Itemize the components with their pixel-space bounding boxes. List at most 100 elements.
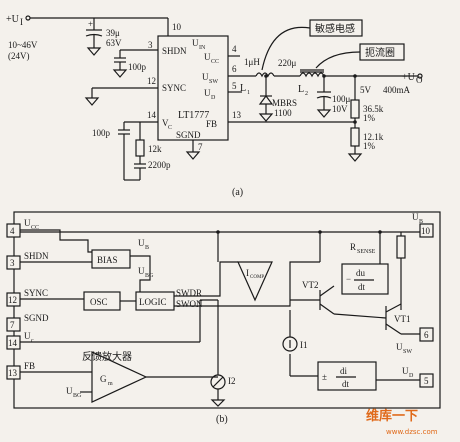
svg-text:14: 14	[8, 338, 18, 348]
svg-text:2: 2	[305, 91, 308, 97]
svg-text:dt: dt	[358, 282, 366, 292]
vin-range: 10~46V	[8, 40, 38, 50]
svg-text:SW: SW	[209, 79, 218, 85]
vout-terminal	[417, 73, 423, 79]
bias-block	[91, 249, 131, 269]
svg-text:VT2: VT2	[302, 280, 319, 290]
svg-text:U: U	[204, 88, 211, 98]
svg-text:36.5k: 36.5k	[363, 104, 384, 114]
svg-text:R: R	[350, 242, 356, 252]
svg-text:B: B	[419, 219, 423, 225]
svg-text:LOGIC: LOGIC	[139, 297, 167, 307]
svg-text:±: ±	[322, 372, 327, 382]
svg-text:220μ: 220μ	[278, 58, 297, 68]
svg-text:OSC: OSC	[90, 297, 108, 307]
svg-text:G: G	[100, 374, 107, 384]
current-comparator	[237, 261, 273, 302]
svg-text:SENSE: SENSE	[357, 249, 376, 255]
svg-text:www.dzsc.com: www.dzsc.com	[386, 428, 438, 436]
cap-in-b: 63V	[106, 38, 122, 48]
inductor-l2	[299, 72, 325, 78]
svg-text:U: U	[138, 266, 145, 276]
vin-label: +U	[6, 14, 20, 25]
svg-text:6: 6	[424, 330, 429, 340]
svg-text:I1: I1	[300, 340, 308, 350]
svg-text:400mA: 400mA	[383, 85, 411, 95]
svg-text:U: U	[402, 366, 409, 376]
svg-text:U: U	[24, 331, 31, 341]
svg-text:U: U	[24, 218, 31, 228]
svg-text:100p: 100p	[92, 128, 111, 138]
svg-text:U: U	[412, 212, 419, 222]
svg-text:10: 10	[421, 226, 431, 236]
svg-text:7: 7	[10, 320, 15, 330]
svg-text:3: 3	[148, 40, 153, 50]
svg-text:SGND: SGND	[176, 130, 201, 140]
svg-text:BG: BG	[73, 393, 82, 399]
sense-resistor	[396, 235, 406, 259]
svg-text:VT1: VT1	[394, 314, 411, 324]
svg-text:12: 12	[8, 295, 17, 305]
svg-text:1%: 1%	[363, 113, 376, 123]
svg-text:扼流圈: 扼流圈	[365, 46, 395, 59]
svg-text:I2: I2	[228, 376, 236, 386]
svg-text:2200p: 2200p	[148, 160, 171, 170]
svg-text:D: D	[211, 95, 216, 101]
cap-in-a: 39μ	[106, 28, 120, 38]
svg-text:5: 5	[424, 376, 429, 386]
svg-text:反馈放大器: 反馈放大器	[82, 350, 132, 363]
svg-text:du: du	[356, 268, 366, 278]
svg-text:敏感电感: 敏感电感	[315, 22, 355, 35]
feedback-amplifier	[91, 351, 148, 403]
svg-text:U: U	[192, 38, 199, 48]
du-dt-block	[341, 263, 389, 295]
svg-text:U: U	[204, 52, 211, 62]
svg-text:m: m	[108, 381, 113, 387]
svg-text:10V: 10V	[332, 104, 348, 114]
svg-text:IN: IN	[199, 45, 206, 51]
svg-text:5: 5	[232, 81, 237, 91]
svg-text:SHDN: SHDN	[162, 46, 187, 56]
svg-text:L: L	[298, 84, 304, 95]
ic-boundary	[13, 211, 441, 409]
svg-text:U: U	[66, 386, 73, 396]
svg-text:13: 13	[232, 110, 242, 120]
svg-text:SYNC: SYNC	[162, 83, 186, 93]
ground-symbol	[86, 47, 102, 56]
svg-text:100p: 100p	[128, 62, 147, 72]
svg-text:12k: 12k	[148, 144, 162, 154]
schottky-diode	[258, 95, 274, 105]
svg-text:C: C	[168, 125, 172, 131]
svg-text:CC: CC	[31, 225, 39, 231]
svg-text:10: 10	[172, 22, 182, 32]
svg-text:SYNC: SYNC	[24, 288, 48, 298]
svg-text:4: 4	[232, 44, 237, 54]
svg-text:12: 12	[147, 76, 156, 86]
svg-text:SW: SW	[403, 349, 412, 355]
vin-typ: (24V)	[8, 51, 30, 61]
svg-text:100μ: 100μ	[332, 94, 351, 104]
svg-text:CC: CC	[211, 59, 219, 65]
svg-text:1100: 1100	[274, 108, 292, 118]
logic-block	[135, 291, 175, 311]
svg-text:1: 1	[247, 90, 250, 96]
caption-a: (a)	[232, 187, 243, 198]
svg-text:FB: FB	[206, 119, 217, 129]
svg-text:−: −	[346, 274, 351, 284]
svg-text:L: L	[240, 83, 246, 94]
svg-text:1μH: 1μH	[244, 57, 260, 67]
svg-text:13: 13	[8, 368, 18, 378]
svg-text:c: c	[31, 338, 34, 344]
svg-text:D: D	[409, 373, 414, 379]
svg-text:SHDN: SHDN	[24, 251, 49, 261]
svg-text:di: di	[340, 366, 348, 376]
caption-b: (b)	[216, 414, 228, 425]
svg-text:+: +	[88, 19, 93, 29]
ic-name: LT1777	[178, 110, 209, 121]
svg-text:12.1k: 12.1k	[363, 132, 384, 142]
inductor-l1	[255, 72, 275, 78]
vin-sub: I	[20, 17, 23, 27]
svg-text:7: 7	[198, 142, 203, 152]
svg-text:SGND: SGND	[24, 313, 49, 323]
